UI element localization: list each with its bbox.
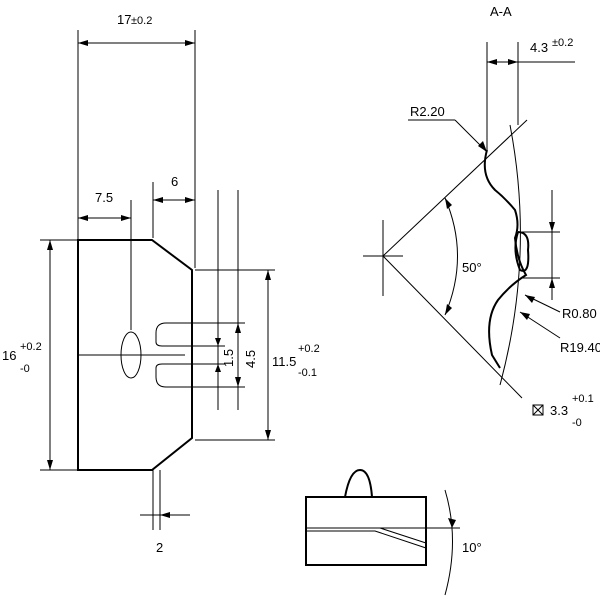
front-view-hole xyxy=(120,331,142,379)
side-view-blade-line-2 xyxy=(306,530,427,549)
r2-20-label: R2.20 xyxy=(410,104,445,119)
dim-16-arrow-top xyxy=(47,240,53,250)
dim-11-5-arrow-bottom xyxy=(265,430,271,440)
front-view: 17 ±0.2 7.5 6 16 +0.2 -0 1.5 xyxy=(2,12,320,555)
r0-80-arrow xyxy=(525,295,535,303)
section-title: A-A xyxy=(490,4,512,19)
angle-10-label: 10° xyxy=(462,540,482,555)
angle-10-arc xyxy=(444,489,453,596)
dim-6-label: 6 xyxy=(171,174,178,189)
dim-7-5-label: 7.5 xyxy=(95,190,113,205)
dim-11-5-label: 11.5 xyxy=(272,354,296,369)
dim-7-5-arrow-right xyxy=(121,215,131,221)
dim-7-5-arrow-left xyxy=(78,215,88,221)
dim-16-label: 16 xyxy=(2,348,16,363)
dim-2-arrow-right xyxy=(160,512,170,518)
angle-10-arrow xyxy=(448,518,456,528)
angle-50-arc xyxy=(444,197,458,316)
front-view-slot-lower xyxy=(155,363,192,388)
dim-11-5-arrow-top xyxy=(265,270,271,280)
dim-bump-arrow-bottom xyxy=(549,278,555,288)
dim-4-5-label: 4.5 xyxy=(243,350,258,368)
dim-16-tol-minus: -0 xyxy=(20,363,30,375)
dim-2-label: 2 xyxy=(156,540,163,555)
angle-50-label: 50° xyxy=(462,260,482,275)
dim-11-5-tol-plus: +0.2 xyxy=(298,343,320,355)
r19-40-arrow xyxy=(520,312,530,320)
section-profile xyxy=(483,149,528,369)
r0-80-label: R0.80 xyxy=(562,306,597,321)
square-dim-tol-minus: -0 xyxy=(572,417,582,429)
dim-4-3-tol: ±0.2 xyxy=(552,37,573,49)
dim-1-5-arrow-bottom xyxy=(215,364,221,372)
r19-40-label: R19.40 xyxy=(560,340,600,355)
side-view-bump xyxy=(344,468,373,498)
section-cone-lower xyxy=(382,255,523,399)
dim-16-tol-plus: +0.2 xyxy=(20,341,42,353)
section-outer-arc xyxy=(499,124,521,386)
dim-17-arrow-left xyxy=(78,40,88,46)
dim-17-tol: ±0.2 xyxy=(131,15,152,27)
dim-bump-arrow-top xyxy=(549,222,555,232)
dim-17-arrow-right xyxy=(185,40,195,46)
dim-4-5-arrow-top xyxy=(235,323,241,333)
dim-17-label: 17 xyxy=(117,12,131,27)
dim-4-3-arrow-left xyxy=(487,59,497,65)
dim-1-5-arrow-top xyxy=(215,338,221,346)
square-dim-tol-plus: +0.1 xyxy=(572,393,594,405)
dim-4-3-label: 4.3 xyxy=(530,40,548,55)
section-bump xyxy=(514,231,530,272)
square-symbol-diag-2 xyxy=(532,404,544,416)
side-view: 10° xyxy=(305,468,482,596)
dim-16-arrow-bottom xyxy=(47,460,53,470)
side-view-blade-line xyxy=(306,527,427,544)
square-symbol-icon xyxy=(532,404,544,416)
section-cone-upper xyxy=(382,119,528,257)
dim-6-arrow-left xyxy=(153,197,163,203)
angle-50-arrow-bottom xyxy=(445,304,452,315)
dim-11-5-tol-minus: -0.1 xyxy=(298,367,317,379)
square-dim-label: 3.3 xyxy=(550,403,568,418)
dim-6-arrow-right xyxy=(185,197,195,203)
section-view: A-A 4.3 ±0.2 R2.20 50° xyxy=(363,4,600,429)
dim-4-5-arrow-bottom xyxy=(235,377,241,387)
r2-20-arrow xyxy=(478,141,487,152)
dim-4-3-arrow-right xyxy=(508,59,518,65)
front-view-slot-upper xyxy=(155,322,192,347)
angle-50-arrow-top xyxy=(445,198,452,209)
dim-1-5-label: 1.5 xyxy=(221,349,236,367)
